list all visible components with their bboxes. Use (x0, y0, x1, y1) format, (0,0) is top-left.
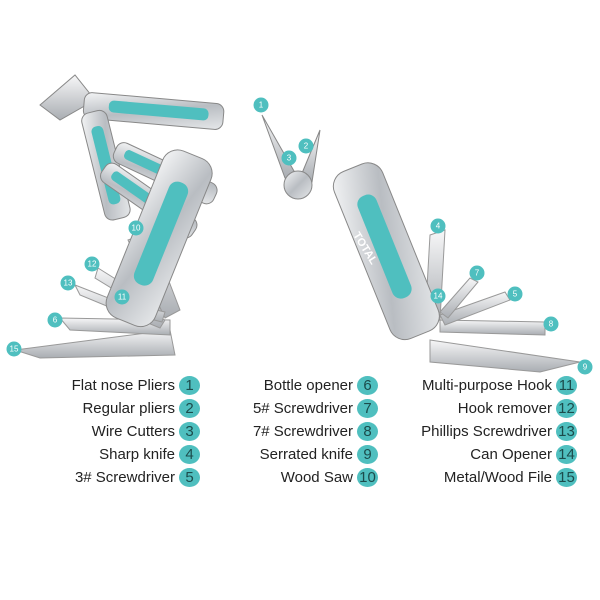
legend-number: 11 (556, 375, 577, 395)
callout-9: 9 (577, 359, 593, 375)
legend-label: 3# Screwdriver (74, 468, 175, 486)
legend-number: 2 (179, 398, 200, 418)
legend-number: 5 (179, 467, 200, 487)
callout-12: 12 (84, 256, 100, 272)
callout-3: 3 (281, 150, 297, 166)
legend-label: Multi-purpose Hook (421, 376, 552, 394)
right-handle: TOTAL (332, 162, 440, 341)
callout-6: 6 (47, 312, 63, 328)
callout-7: 7 (469, 265, 485, 281)
callout-10: 10 (128, 220, 144, 236)
legend-label: Bottle opener (263, 376, 353, 394)
legend-label: Regular pliers (82, 399, 175, 417)
legend-label: Hook remover (457, 399, 552, 417)
legend-number: 8 (357, 421, 378, 441)
legend-label: Phillips Screwdriver (421, 422, 552, 440)
legend-number: 3 (179, 421, 200, 441)
legend-number: 12 (556, 398, 577, 418)
callout-13: 13 (60, 275, 76, 291)
callout-1: 1 (253, 97, 269, 113)
legend-label: Wire Cutters (91, 422, 175, 440)
legend-label: Sharp knife (99, 445, 175, 463)
legend-number: 1 (179, 375, 200, 395)
callout-14: 14 (430, 288, 446, 304)
callout-15: 15 (6, 341, 22, 357)
legend-number: 6 (357, 375, 378, 395)
legend-number: 15 (556, 467, 577, 487)
legend-label: Can Opener (470, 445, 552, 463)
legend-label: 7# Screwdriver (252, 422, 353, 440)
callout-11: 11 (114, 289, 130, 305)
legend-label: 5# Screwdriver (252, 399, 353, 417)
legend-number: 13 (556, 421, 577, 441)
callout-5: 5 (507, 286, 523, 302)
legend-label: Wood Saw (280, 468, 353, 486)
left-handle (105, 149, 213, 328)
legend-number: 14 (556, 444, 577, 464)
legend-number: 9 (357, 444, 378, 464)
callout-8: 8 (543, 316, 559, 332)
legend-number: 10 (357, 467, 378, 487)
legend-number: 4 (179, 444, 200, 464)
callout-4: 4 (430, 218, 446, 234)
legend-label: Flat nose Pliers (71, 376, 175, 394)
legend-label: Metal/Wood File (443, 468, 552, 486)
legend-number: 7 (357, 398, 378, 418)
callout-2: 2 (298, 138, 314, 154)
legend-label: Serrated knife (259, 445, 353, 463)
